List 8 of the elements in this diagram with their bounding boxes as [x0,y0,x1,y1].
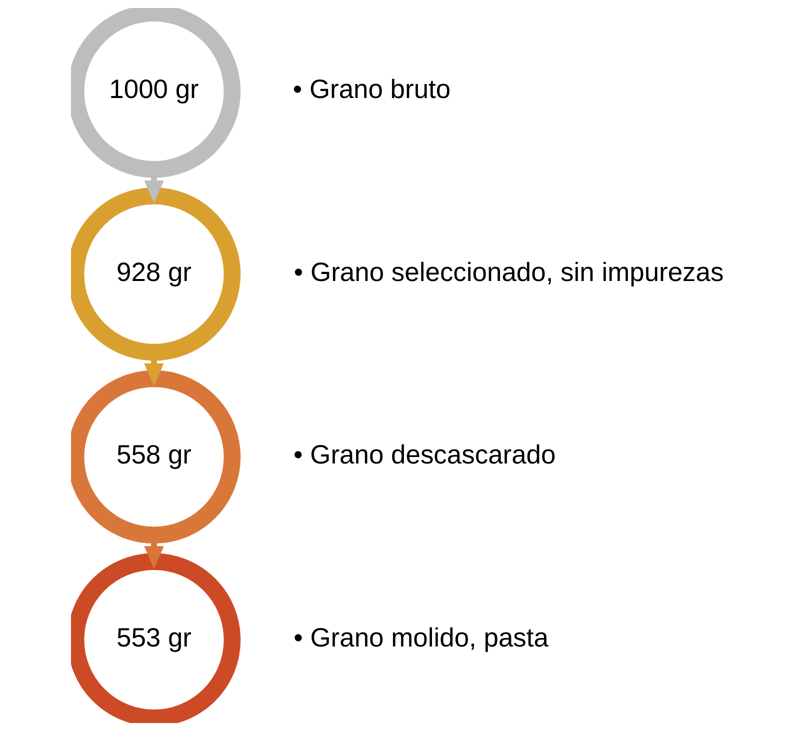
node-circle: 1000 gr [71,8,241,178]
node-circle: 928 gr [71,187,241,361]
node-label: • Grano molido, pasta [294,622,548,652]
node-label: • Grano bruto [292,74,451,104]
node-label: • Grano descascarado [294,440,556,470]
node-circle: 553 gr [71,553,241,723]
node-circle: 558 gr [71,370,241,544]
node-label: • Grano seleccionado, sin impurezas [294,256,724,287]
